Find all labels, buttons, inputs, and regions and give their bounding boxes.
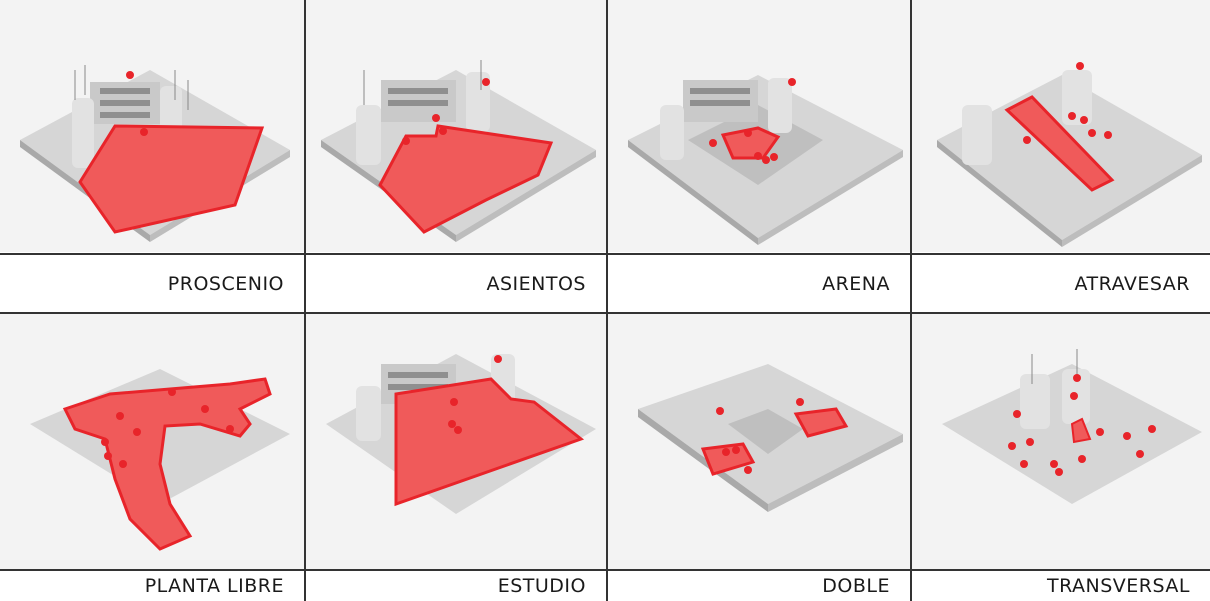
panel-label-planta-libre: PLANTA LIBRE	[0, 571, 304, 601]
panel-transversal-image	[912, 314, 1210, 569]
panel-label-transversal: TRANSVERSAL	[912, 571, 1210, 601]
grid-divider-row1-top-label	[0, 253, 1210, 255]
panel-label-doble: DOBLE	[608, 571, 910, 601]
atravesar-stage-area	[1004, 95, 1115, 192]
panel-label-arena: ARENA	[608, 256, 910, 312]
panel-doble-image	[608, 314, 910, 569]
arena-model	[628, 75, 903, 245]
proscenio-model	[20, 65, 290, 242]
panel-arena-image	[608, 0, 910, 252]
grid-divider-col2	[606, 0, 608, 601]
doble-stage-left	[700, 442, 756, 476]
atravesar-model	[937, 62, 1202, 247]
panel-proscenio-image	[0, 0, 304, 252]
transversal-stage-area	[1070, 417, 1092, 444]
asientos-model	[321, 60, 596, 242]
doble-model	[638, 364, 903, 512]
doble-stage-right	[793, 407, 849, 438]
asientos-stage-area	[378, 124, 554, 234]
grid-divider-col3	[910, 0, 912, 601]
panel-asientos-image	[306, 0, 606, 252]
grid-divider-row2-label	[0, 569, 1210, 571]
transversal-model	[942, 349, 1202, 504]
grid-divider-row1-bottom-label	[0, 312, 1210, 314]
panel-label-asientos: ASIENTOS	[306, 256, 606, 312]
panel-label-estudio: ESTUDIO	[306, 571, 606, 601]
panel-planta-libre-image	[0, 314, 304, 569]
proscenio-stage-area	[78, 124, 265, 234]
panel-label-proscenio: PROSCENIO	[0, 256, 304, 312]
panel-estudio-image	[306, 314, 606, 569]
arena-stage-area	[720, 126, 781, 160]
estudio-model	[326, 354, 596, 514]
grid-divider-col1	[304, 0, 306, 601]
panel-atravesar-image	[912, 0, 1210, 252]
panel-label-atravesar: ATRAVESAR	[912, 256, 1210, 312]
planta-libre-free-area	[62, 377, 272, 551]
planta-libre-model	[30, 369, 290, 551]
estudio-stage-area	[394, 377, 585, 507]
